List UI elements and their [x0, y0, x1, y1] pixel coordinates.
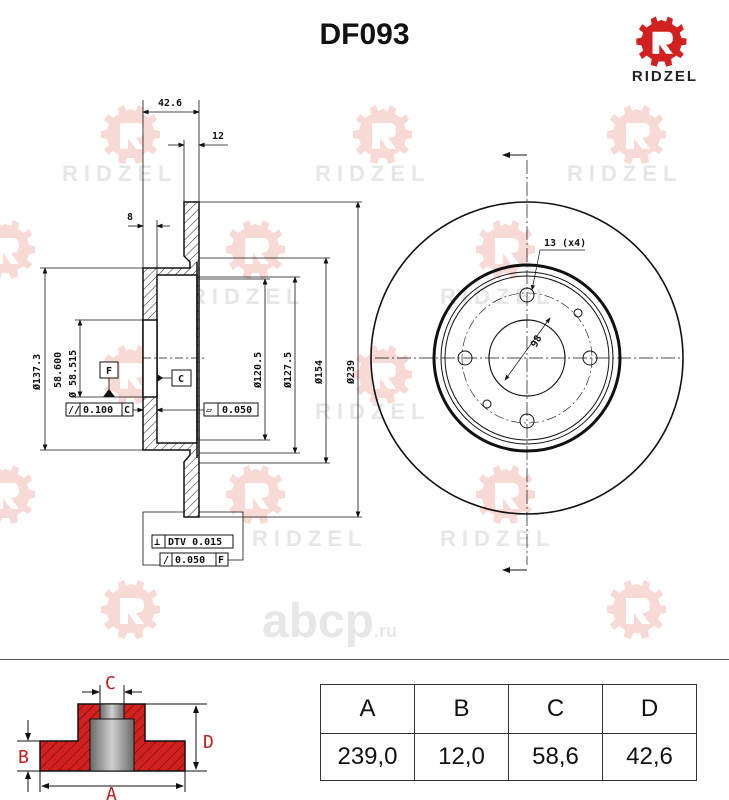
- abcp-site: abcp: [262, 595, 375, 648]
- tol-flat-value: 0.050: [222, 405, 252, 416]
- watermark-logo: [101, 105, 160, 164]
- watermark-text: RIDZEL: [567, 161, 683, 186]
- technical-drawing: 42.6 12 8 Ø137.3 58.600 Ø 58.515 Ø120.5 …: [0, 16, 687, 639]
- tolerance-runout: / 0.050 F: [159, 552, 229, 567]
- tolerance-parallelism: // 0.100 C: [65, 402, 134, 417]
- watermark-logo: [353, 345, 412, 404]
- tol-runout-symbol: /: [163, 555, 169, 566]
- datum-c-triangle: [157, 374, 163, 382]
- tol-parallel-value: 0.100: [83, 405, 113, 416]
- legend-b: B: [18, 747, 29, 768]
- dim-d127: Ø127.5: [282, 352, 294, 389]
- watermark-logo: [0, 465, 35, 524]
- watermark-logo: [476, 465, 535, 524]
- bolt-hole: [582, 350, 598, 366]
- tol-dtv-value: DTV 0.015: [168, 537, 222, 548]
- header-b: B: [414, 684, 509, 734]
- dim-bore-max: 58.600: [53, 352, 64, 388]
- datum-f: F: [106, 366, 112, 377]
- ridzel-logo-icon: [636, 16, 687, 67]
- watermark-logo: [607, 580, 666, 639]
- dim-bore-min: Ø 58.515: [67, 350, 79, 399]
- watermark-text: RIDZEL: [440, 526, 556, 551]
- dimension-legend-diagram: C D B A: [17, 673, 214, 800]
- abcp-tld: .ru: [374, 621, 398, 641]
- watermark-logo: [607, 105, 666, 164]
- dim-overall-height: 42.6: [158, 98, 182, 109]
- dim-d154: Ø154: [313, 360, 325, 385]
- divider: [0, 659, 729, 660]
- legend-d: D: [203, 732, 214, 753]
- tolerance-flatness: ▱ 0.050: [203, 402, 259, 417]
- datum-f-triangle: [103, 389, 115, 397]
- disc-section-view: [142, 201, 205, 518]
- watermark-logo: [226, 465, 285, 524]
- dim-disc-thickness: 12: [212, 131, 224, 142]
- bolt-hole: [519, 413, 535, 429]
- bolt-hole: [457, 350, 473, 366]
- watermark-logo: [226, 220, 285, 279]
- watermark-text: RIDZEL: [315, 161, 431, 186]
- legend-a: A: [106, 784, 117, 800]
- watermark-logo: [476, 220, 535, 279]
- abcp-watermark: abcp.ru: [262, 596, 397, 657]
- dim-flange-thickness: 8: [127, 212, 133, 223]
- tol-dtv-symbol: ⊥: [154, 537, 160, 548]
- dimension-lines: [40, 100, 362, 566]
- watermark-logo: [0, 220, 35, 279]
- tol-runout-value: 0.050: [175, 555, 205, 566]
- watermark-text: RIDZEL: [252, 526, 368, 551]
- header-a: A: [320, 684, 415, 734]
- bolt-hole: [519, 287, 535, 303]
- watermark-text: RIDZEL: [62, 161, 178, 186]
- watermark-logo: [353, 105, 412, 164]
- datum-c: C: [178, 374, 184, 385]
- brand-name: RIDZEL: [631, 68, 699, 85]
- header-d: D: [602, 684, 697, 734]
- value-b: 12,0: [414, 733, 509, 781]
- legend-c: C: [105, 673, 116, 694]
- value-c: 58,6: [508, 733, 603, 781]
- watermark-logo: [101, 580, 160, 639]
- disc-front-view: [370, 152, 684, 573]
- bolt-holes-label: 13 (x4): [544, 238, 586, 249]
- tol-parallel-ref: C: [124, 405, 130, 416]
- dim-d239: Ø239: [345, 360, 357, 385]
- pin-hole: [482, 399, 492, 409]
- watermark-text: RIDZEL: [190, 284, 306, 309]
- watermark-text: RIDZEL: [315, 399, 431, 424]
- header-c: C: [508, 684, 603, 734]
- dim-hub-diameter: Ø137.3: [31, 354, 43, 391]
- pcd-label: 98: [529, 334, 545, 350]
- dim-d120: Ø120.5: [252, 352, 264, 389]
- tolerance-dtv: ⊥ DTV 0.015: [151, 534, 234, 549]
- spec-table: A B C D 239,0 12,0 58,6 42,6: [320, 684, 697, 781]
- pin-hole: [573, 308, 583, 318]
- page-title: DF093: [319, 18, 410, 51]
- tol-runout-ref: F: [218, 555, 224, 566]
- tol-parallel-symbol: //: [68, 405, 80, 416]
- value-d: 42,6: [602, 733, 697, 781]
- value-a: 239,0: [320, 733, 415, 781]
- tol-flat-symbol: ▱: [206, 405, 212, 416]
